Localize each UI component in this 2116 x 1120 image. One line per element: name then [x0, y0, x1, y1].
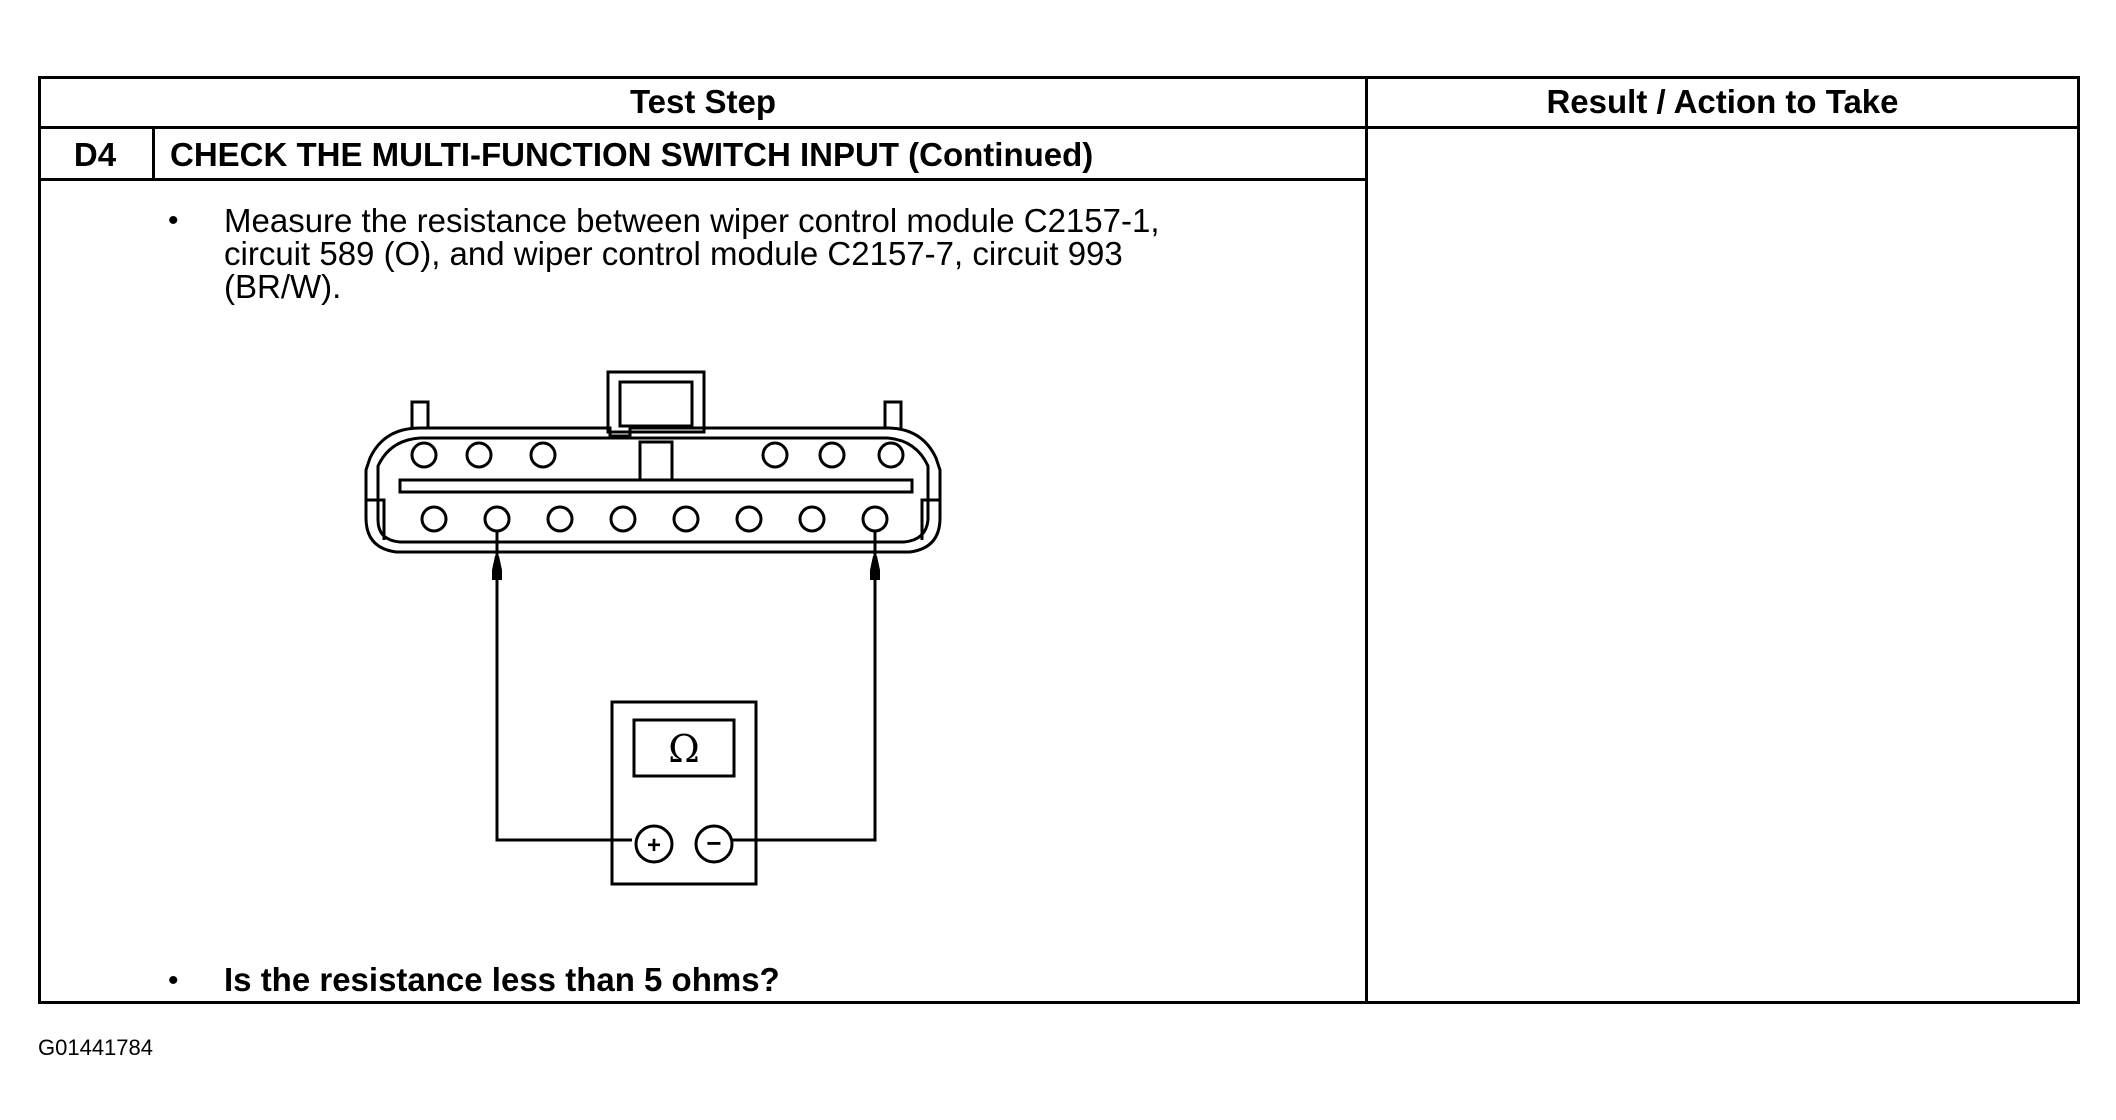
- ohmmeter-display: [632, 718, 736, 778]
- connector-lock-tab-outer: [606, 370, 706, 434]
- pin-bottom-1: [420, 505, 448, 533]
- step-title: CHECK THE MULTI-FUNCTION SWITCH INPUT (C…: [170, 136, 1094, 173]
- instruction-text: Measure the resistance between wiper con…: [224, 204, 1344, 303]
- bullet-instruction: •: [168, 204, 179, 237]
- connector-lock-tab-inner: [618, 380, 694, 428]
- probe-lead-right: [732, 531, 877, 842]
- pin-top-3: [529, 441, 557, 469]
- instruction-line-1: Measure the resistance between wiper con…: [224, 202, 1160, 239]
- pin-top-6: [877, 441, 905, 469]
- instruction-line-3: (BR/W).: [224, 268, 342, 305]
- step-title-divider: [38, 178, 1368, 181]
- plus-symbol-icon: +: [647, 832, 661, 859]
- connector-key: [638, 440, 674, 482]
- connector-right-notch: [920, 498, 940, 540]
- pin-top-4: [761, 441, 789, 469]
- connector-right-latch: [883, 400, 903, 428]
- connector-inner-outline: [376, 436, 930, 544]
- pin-bottom-8: [861, 505, 889, 533]
- pin-top-5: [818, 441, 846, 469]
- pin-bottom-2: [483, 505, 511, 533]
- pin-bottom-7: [798, 505, 826, 533]
- connector-divider-bar: [398, 478, 914, 494]
- step-id-divider: [152, 126, 155, 180]
- ohmmeter-plus-terminal: [634, 824, 674, 864]
- figure-id: G01441784: [38, 1035, 153, 1060]
- bullet-question: •: [168, 964, 179, 997]
- connector-left-notch: [366, 498, 386, 540]
- header-result-action: Result / Action to Take: [1546, 83, 1899, 120]
- probe-tip-left: [492, 556, 502, 580]
- column-divider: [1365, 76, 1368, 1004]
- instruction-line-2: circuit 589 (O), and wiper control modul…: [224, 235, 1123, 272]
- test-step-table: [38, 76, 2080, 1004]
- header-divider: [38, 126, 2080, 129]
- probe-lead-left: [495, 531, 632, 842]
- pin-top-1: [410, 441, 438, 469]
- question-text: Is the resistance less than 5 ohms?: [224, 961, 780, 998]
- pin-bottom-5: [672, 505, 700, 533]
- pin-bottom-6: [735, 505, 763, 533]
- step-id: D4: [73, 136, 117, 173]
- pin-top-2: [465, 441, 493, 469]
- pin-bottom-3: [546, 505, 574, 533]
- header-test-step: Test Step: [629, 83, 777, 120]
- connector-body-outline: [364, 426, 942, 554]
- minus-symbol-icon: −: [706, 828, 721, 858]
- ohmmeter-minus-terminal: [694, 824, 734, 864]
- ohmmeter-body: [610, 700, 758, 886]
- probe-tip-right: [870, 556, 880, 580]
- connector-left-latch: [410, 400, 430, 428]
- ohm-symbol-icon: Ω: [668, 727, 700, 771]
- pin-bottom-4: [609, 505, 637, 533]
